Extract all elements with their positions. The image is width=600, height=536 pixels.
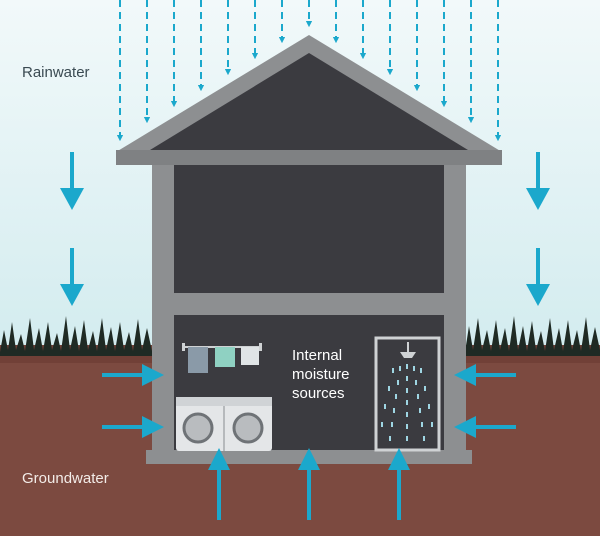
groundwater-arrow-icon (388, 448, 410, 520)
grass-right (465, 316, 600, 356)
shower-icon (374, 336, 441, 452)
internal-moisture-line-1: Internal (292, 347, 343, 364)
groundwater-arrow-icon (102, 364, 164, 386)
rain-arrow-icon (60, 248, 84, 306)
groundwater-arrow-icon (102, 416, 164, 438)
rainwater-label: Rainwater (22, 64, 90, 81)
groundwater-arrow-icon (298, 448, 320, 520)
attic-interior (150, 53, 468, 150)
internal-moisture-label: Internal moisture sources (292, 346, 350, 403)
shower-drops (381, 364, 433, 441)
groundwater-arrow-icon (454, 416, 516, 438)
groundwater-arrows (102, 364, 516, 520)
internal-moisture-line-3: sources (292, 385, 345, 402)
groundwater-arrow-icon (208, 448, 230, 520)
rain-arrow-icon (526, 248, 550, 306)
groundwater-arrow-icon (454, 364, 516, 386)
side-rain-arrows (60, 152, 550, 306)
rain-arrow-icon (60, 152, 84, 210)
roof-eave (116, 150, 502, 165)
washer-dryer-icon (176, 397, 272, 451)
rain-arrows (116, 0, 502, 142)
groundwater-label: Groundwater (22, 470, 109, 487)
house-floor-slab (152, 293, 466, 315)
internal-moisture-line-2: moisture (292, 366, 350, 383)
clothesline-icon (182, 343, 262, 373)
rain-arrow-icon (526, 152, 550, 210)
upper-floor-interior (174, 160, 444, 293)
grass-left (0, 316, 152, 356)
